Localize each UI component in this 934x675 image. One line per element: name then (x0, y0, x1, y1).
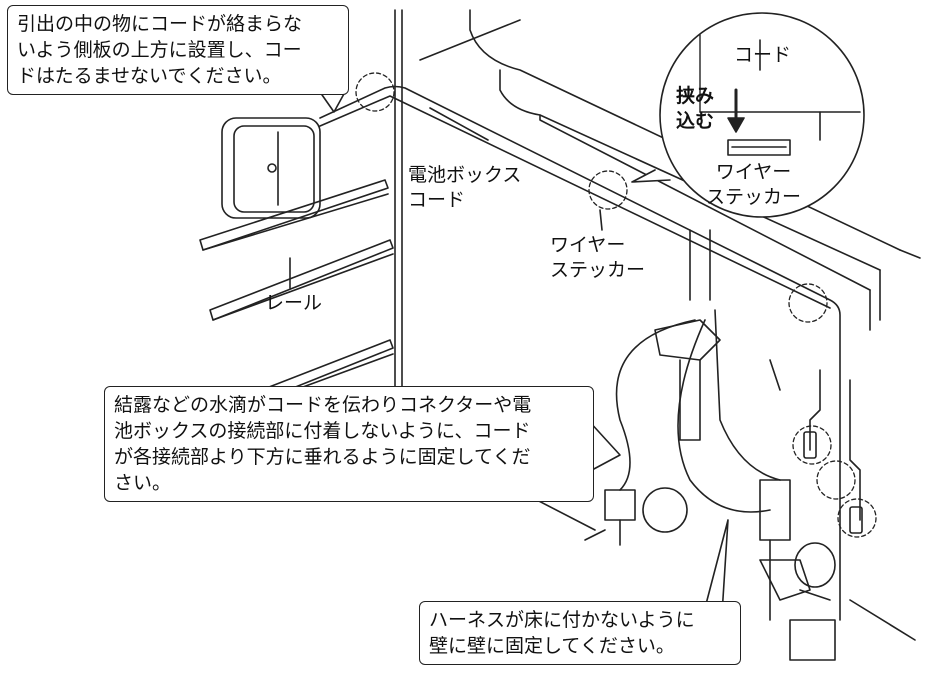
sticker-marker (355, 72, 395, 112)
sticker-marker (588, 170, 628, 210)
plumbing (584, 229, 863, 661)
callout-condensation: 結露などの水滴がコードを伝わりコネクターや電 池ボックスの接続部に付着しないよう… (104, 386, 594, 502)
sticker-marker (837, 498, 877, 538)
label-detail-cord: コード (734, 44, 792, 66)
label-battery-box-cord: 電池ボックス コード (408, 164, 522, 211)
sink-shelf (419, 9, 921, 331)
sticker-marker (816, 460, 856, 500)
label-detail-wire-sticker: ワイヤー ステッカー (706, 161, 802, 208)
label-wire-sticker-middle: ワイヤー ステッカー (550, 234, 646, 281)
battery-box (221, 117, 321, 219)
callout-cord-placement: 引出の中の物にコードが絡まらな いよう側板の上方に設置し、コー ドはたるませない… (7, 5, 349, 95)
callout-harness: ハーネスが床に付かないように 壁に壁に固定してください。 (419, 601, 741, 665)
battery-cord (319, 85, 841, 621)
sticker-marker (792, 425, 832, 465)
label-rail: レール (265, 292, 323, 314)
detail-magnifier (659, 12, 865, 218)
sticker-marker (788, 283, 828, 323)
label-detail-insert: 挟み 込む (676, 85, 715, 132)
